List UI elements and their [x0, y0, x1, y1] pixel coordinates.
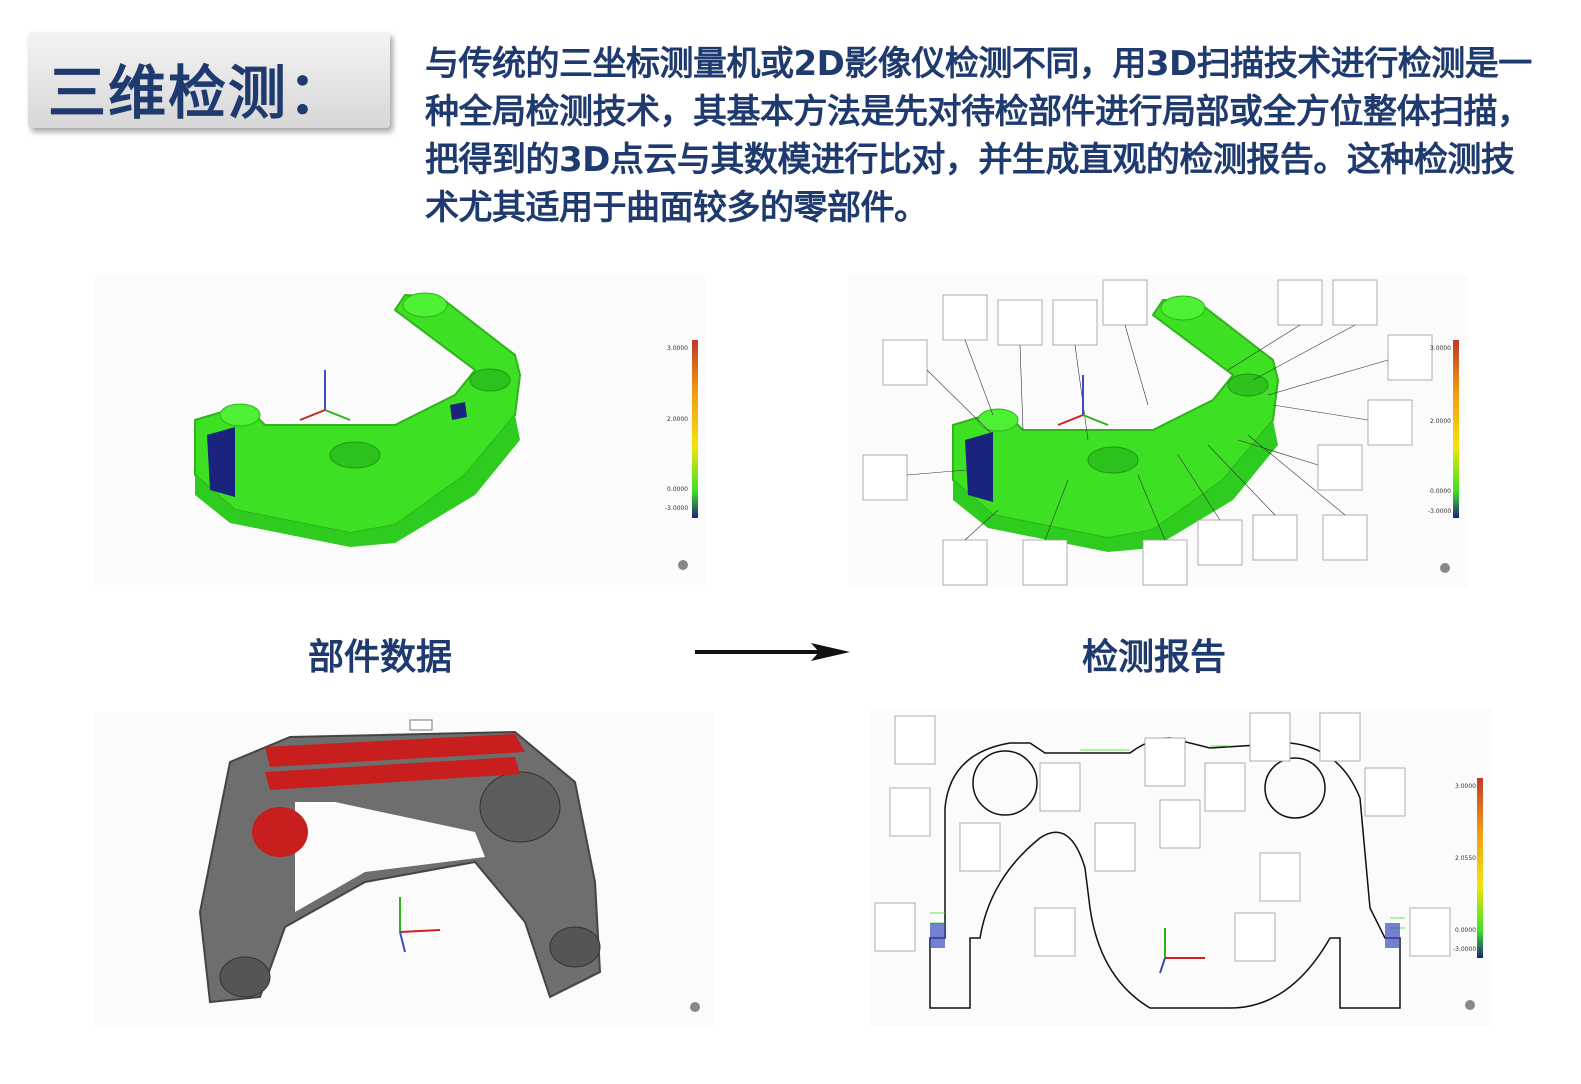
colorbar-min: -3.0000 [1428, 508, 1451, 515]
colorbar-max: 3.0000 [667, 345, 688, 352]
inspection-report-panel: 3.0000 2.0000 0.0000 -3.0000 [848, 275, 1468, 587]
view-cube-icon [1440, 563, 1450, 573]
view-cube-icon [690, 1002, 700, 1012]
colorbar-mid: 2.0000 [1430, 418, 1451, 425]
view-cube-icon [678, 560, 688, 570]
colorbar [692, 340, 698, 518]
colorbar-max: 3.0000 [1430, 345, 1451, 352]
colorbar-mid: 2.0550 [1455, 855, 1476, 862]
colorbar-mid: 2.0000 [667, 416, 688, 423]
title-banner: 三维检测： [28, 32, 390, 128]
inspection-report-image: 3.0000 2.0000 0.0000 -3.0000 [848, 275, 1468, 587]
colorbar [1453, 340, 1459, 518]
view-cube-icon [1465, 1000, 1475, 1010]
caption-part-data: 部件数据 [308, 637, 453, 678]
right-arrow-icon [695, 643, 850, 661]
part-model-panel: 3.0000 2.0000 0.0000 -3.0000 [95, 275, 705, 585]
scan-panel [95, 712, 713, 1028]
colorbar-min: -3.0000 [665, 505, 688, 512]
colorbar-low: 0.0000 [667, 486, 688, 493]
page-title: 三维检测： [48, 59, 349, 127]
colorbar [1477, 778, 1483, 958]
colorbar-low: 0.0000 [1455, 927, 1476, 934]
colorbar-low: 0.0000 [1430, 488, 1451, 495]
description-text: 与传统的三坐标测量机或2D影像仪检测不同，用3D扫描技术进行检测是一种全局检测技… [425, 44, 1532, 228]
colorbar-max: 3.0000 [1455, 783, 1476, 790]
part-model-image: 3.0000 2.0000 0.0000 -3.0000 [95, 275, 705, 585]
scan-image [95, 712, 713, 1028]
colorbar-min: -3.0000 [1453, 946, 1476, 953]
section-report-panel: 3.0000 2.0550 0.0000 -3.0000 [870, 708, 1492, 1026]
caption-inspection-report: 检测报告 [1082, 637, 1227, 678]
section-report-image: 3.0000 2.0550 0.0000 -3.0000 [870, 708, 1492, 1026]
